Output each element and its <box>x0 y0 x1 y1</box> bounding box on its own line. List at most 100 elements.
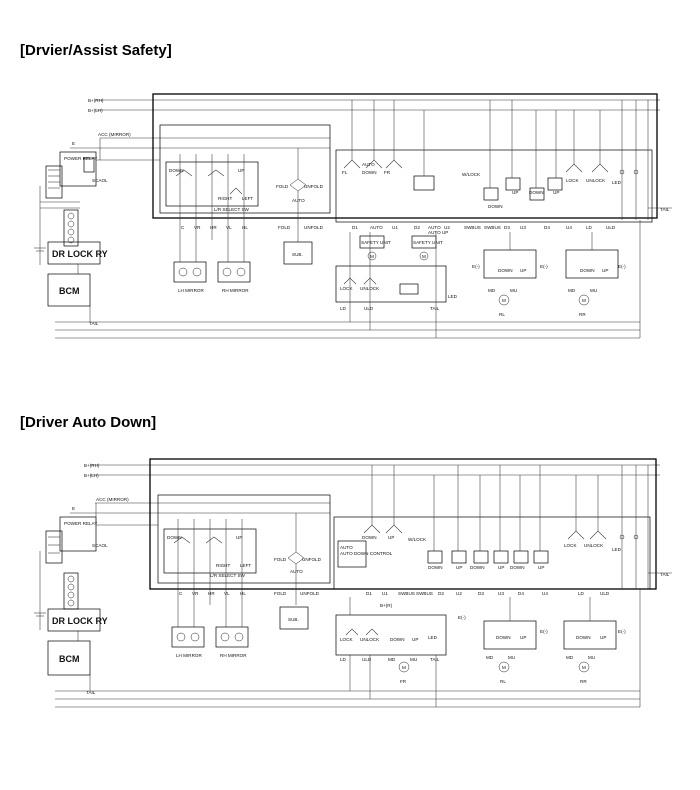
label-lock-2: LOCK <box>340 637 353 642</box>
label-up-1: UP <box>512 190 518 195</box>
terminal-d1: D1 <box>352 225 358 230</box>
label-acc-mirror: ACC (MIRROR) <box>96 497 129 502</box>
label-tail-right: TAIL <box>660 207 670 212</box>
rl-switch-box <box>483 249 537 279</box>
mirror-pin-vr: VR <box>194 225 201 230</box>
label-mirror-right: RIGHT <box>216 563 230 568</box>
label-down-2: DOWN <box>529 190 544 195</box>
auto-down-control-box <box>337 540 367 568</box>
motor-m-2: M <box>422 254 426 259</box>
motor-m-rl: M <box>502 665 506 670</box>
label-e-minus-2: E(-) <box>540 264 548 269</box>
label-e-minus-1: E(-) <box>472 264 480 269</box>
label-down-rl: DOWN <box>496 635 511 640</box>
label-unlock: UNLOCK <box>584 543 604 548</box>
label-mirror-up: UP <box>236 535 242 540</box>
mirror-pin-hl: HL <box>240 591 246 596</box>
terminal-u1: U1 <box>392 225 398 230</box>
mirror-pin-c: C <box>179 591 183 596</box>
mirror-pin-vl: VL <box>224 591 230 596</box>
lh-mirror-box <box>173 261 207 283</box>
label-up-rr: UP <box>600 635 606 640</box>
terminal-row: D1 U1 SWBUS SWBUS D2 U2 D3 U3 D4 U4 LD U… <box>366 591 610 596</box>
rr-switch-box <box>565 249 619 279</box>
terminal-ld-2: LD <box>340 306 347 311</box>
label-down-rr: DOWN <box>580 268 595 273</box>
terminal-swbus-2: SWBUS <box>416 591 433 596</box>
label-unfold-pin: UNFOLD <box>300 591 320 596</box>
bcm-box <box>47 640 91 676</box>
label-lock-1: LOCK <box>566 178 579 183</box>
label-safety-unit-2: SAFETY UNIT <box>413 240 443 245</box>
terminal-ld-2: LD <box>340 657 347 662</box>
label-wlock-1: W/LOCK <box>462 172 481 177</box>
terminal-swbus-1: SWBUS <box>464 225 481 230</box>
terminal-u4: U4 <box>566 225 572 230</box>
terminal-d3: D3 <box>504 225 510 230</box>
label-mirror-up: UP <box>238 168 244 173</box>
wiring-diagram-auto-down: B+(RH) B+(LH) ACC (MIRROR) E POWER RELAY… <box>34 458 672 708</box>
label-up-rl: UP <box>520 635 526 640</box>
rh-mirror-box <box>217 261 251 283</box>
label-lock: LOCK <box>564 543 577 548</box>
label-lh-mirror: LH MIRROR <box>178 288 204 293</box>
terminal-u1: U1 <box>382 591 388 596</box>
rr-pin-mu: MU <box>590 288 597 293</box>
label-down-fl: DOWN <box>362 535 377 540</box>
label-e: E <box>72 141 75 146</box>
label-mirror-left: LEFT <box>242 196 253 201</box>
label-lock-2: LOCK <box>340 286 353 291</box>
label-down-rl: DOWN <box>498 268 513 273</box>
label-lh-mirror: LH MIRROR <box>176 653 202 658</box>
label-wlock: W/LOCK <box>408 537 427 542</box>
terminal-d2: D2 <box>438 591 444 596</box>
mirror-pin-vl: VL <box>226 225 232 230</box>
terminal-tail-2: TAIL <box>430 306 440 311</box>
window-switch-box <box>333 516 651 590</box>
terminal-u4: U4 <box>542 591 548 596</box>
label-unfold-top: UNFOLD <box>304 184 324 189</box>
label-sub: SUB. <box>288 617 299 622</box>
label-tail-left: TAIL <box>89 321 99 326</box>
label-down-fl: DOWN <box>362 170 377 175</box>
label-led-2: LED <box>448 294 458 299</box>
front-switch-box <box>335 614 447 656</box>
mirror-switch-box <box>159 124 331 214</box>
rl-pin-mu: MU <box>508 655 515 660</box>
mirror-pin-vr: VR <box>192 591 199 596</box>
label-auto-fold: AUTO <box>292 198 305 203</box>
motor-m-rr: M <box>582 298 586 303</box>
terminal-uld-2: ULD <box>364 306 374 311</box>
label-mirror-down: DOWN <box>169 168 184 173</box>
mirror-switch-box <box>157 494 331 584</box>
label-dr-lock-ry: DR LOCK RY <box>52 616 108 626</box>
rl-pin-md: MD <box>488 288 496 293</box>
terminal-auto-1: AUTO <box>370 225 383 230</box>
dr-lock-ry-box <box>47 241 101 265</box>
section-title-auto-down: [Driver Auto Down] <box>20 414 157 431</box>
terminal-u2: U2 <box>456 591 462 596</box>
terminal-swbus-2: SWBUS <box>484 225 501 230</box>
label-acc-mirror: ACC (MIRROR) <box>98 132 131 137</box>
label-rr: RR <box>579 312 586 317</box>
terminal-ld: LD <box>578 591 585 596</box>
label-auto-up: AUTO UP <box>428 230 448 235</box>
rr-pin-md: MD <box>568 288 576 293</box>
label-auto-fold: AUTO <box>290 569 303 574</box>
label-unfold-pin: UNFOLD <box>304 225 324 230</box>
label-fold-pin: FOLD <box>278 225 291 230</box>
label-auto-down: AUTO DOWN CONTROL <box>340 551 393 556</box>
window-switch-row: FL AUTO DOWN FR W/LOCK DOWN UP DOWN UP L… <box>342 159 639 209</box>
label-led-2: LED <box>428 635 438 640</box>
label-power-relay: POWER RELAY <box>64 521 97 526</box>
fr-pin-mu: MU <box>410 657 417 662</box>
window-switch-box <box>335 149 653 223</box>
label-unlock-1: UNLOCK <box>586 178 606 183</box>
terminal-d3: D3 <box>478 591 484 596</box>
label-scaol: SCAOL <box>92 543 108 548</box>
label-fold-top: FOLD <box>274 557 287 562</box>
power-relay-box <box>59 151 97 187</box>
terminal-uld: ULD <box>600 591 610 596</box>
label-up-a: UP <box>456 565 462 570</box>
terminal-uld: ULD <box>606 225 616 230</box>
